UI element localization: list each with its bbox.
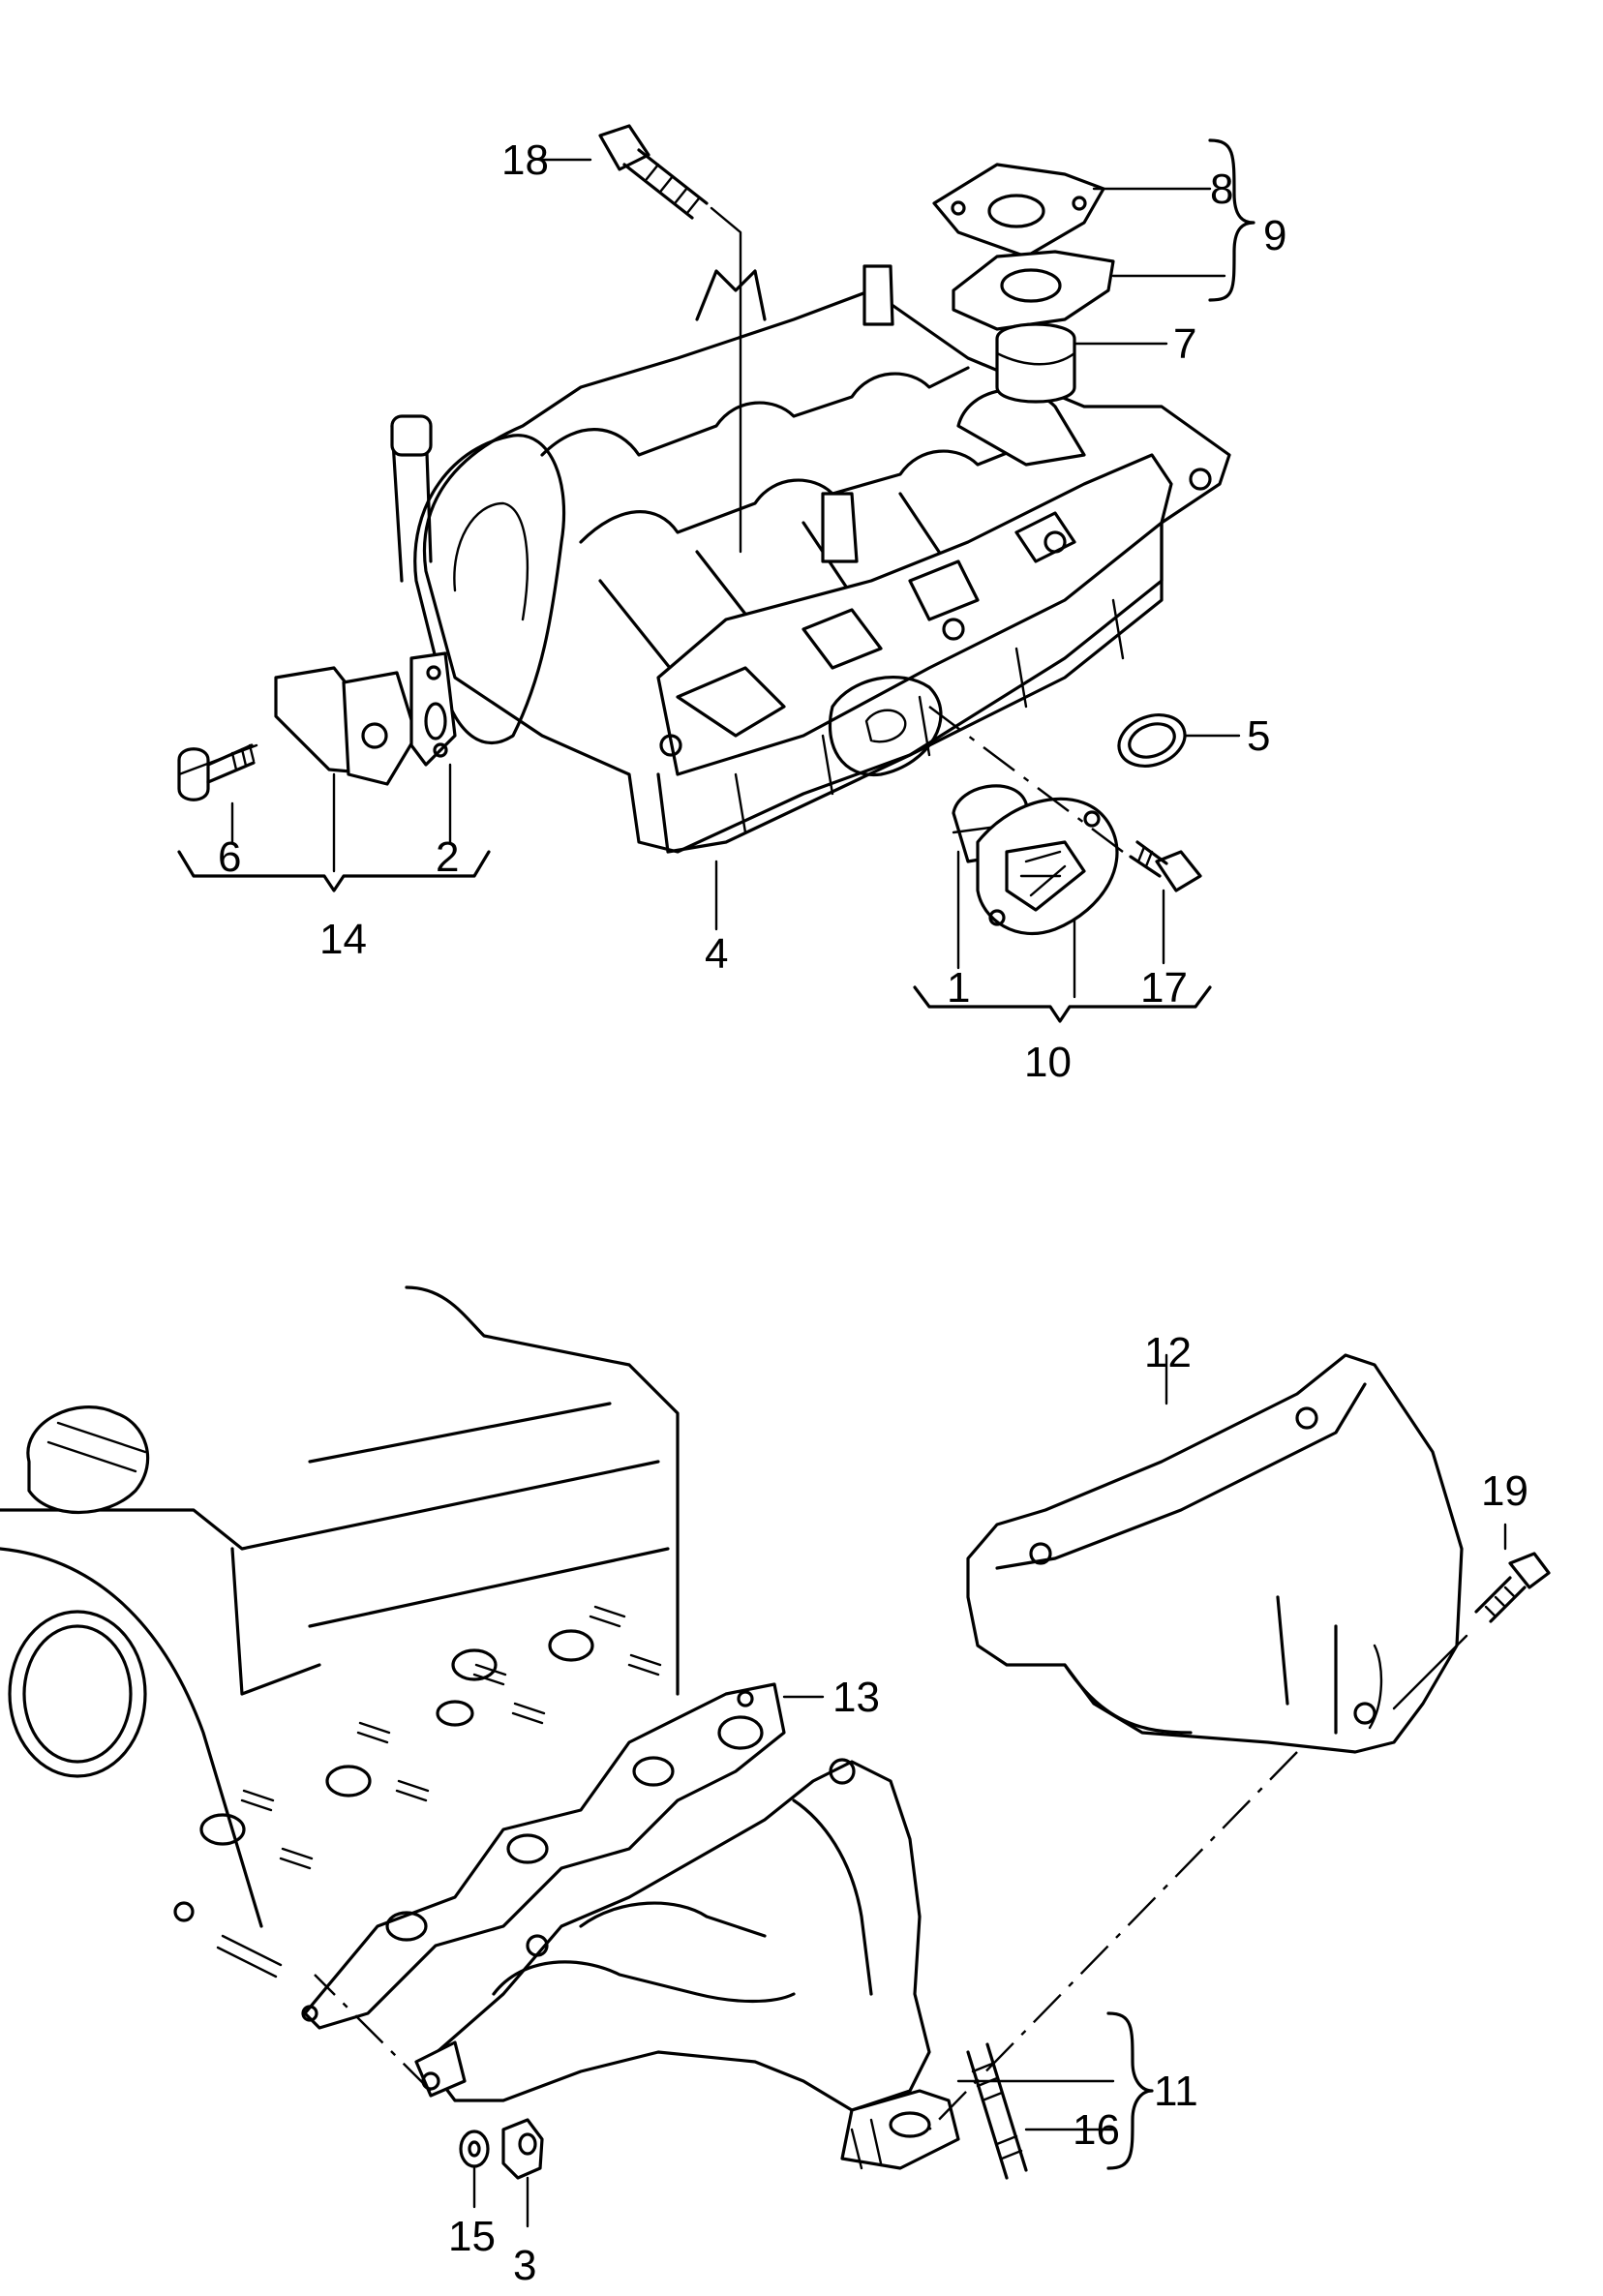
part-8-gasket [932,163,1105,258]
callout-15: 15 [448,2213,496,2260]
upper-leaders [177,138,1255,1023]
part-15-washer [459,2130,490,2168]
part-14-valve-assembly [274,651,457,786]
lower-leaders [314,1353,1507,2228]
callout-18: 18 [501,136,549,184]
part-7-adapter [952,250,1115,404]
callout-13: 13 [832,1674,880,1721]
callout-labels: 18 8 9 7 5 6 2 14 4 1 17 10 12 19 13 11 … [218,136,1528,2289]
callout-4: 4 [705,930,728,978]
callout-5: 5 [1247,712,1270,760]
part-3-nut [501,2118,544,2180]
callout-1: 1 [947,964,970,1012]
part-19-bolt [1392,1552,1551,1710]
callout-11: 11 [1154,2068,1198,2115]
callout-14: 14 [319,916,367,963]
part-13-gasket [301,1682,786,2030]
callout-9: 9 [1263,212,1286,259]
intake-manifold [390,264,1231,854]
callout-12: 12 [1144,1329,1192,1376]
part-16-stud [966,2042,1028,2180]
part-5-ring [1117,713,1187,768]
callout-17: 17 [1140,964,1188,1012]
callout-6: 6 [218,833,241,881]
part-12-heat-shield [966,1353,1464,1754]
callout-2: 2 [436,833,459,881]
callout-8: 8 [1210,166,1233,213]
callout-19: 19 [1481,1467,1528,1515]
part-17-bolt [1129,840,1202,892]
part-6-screw [177,743,256,801]
callout-16: 16 [1073,2106,1120,2154]
part-10-housing [976,797,1119,936]
callout-3: 3 [513,2242,536,2289]
callout-7: 7 [1173,320,1196,368]
head-studs [173,1605,662,1979]
part-18-bolt [598,124,742,554]
part-11-exhaust-manifold [414,1758,960,2170]
callout-10: 10 [1024,1039,1072,1086]
engine-block [0,1285,680,1928]
